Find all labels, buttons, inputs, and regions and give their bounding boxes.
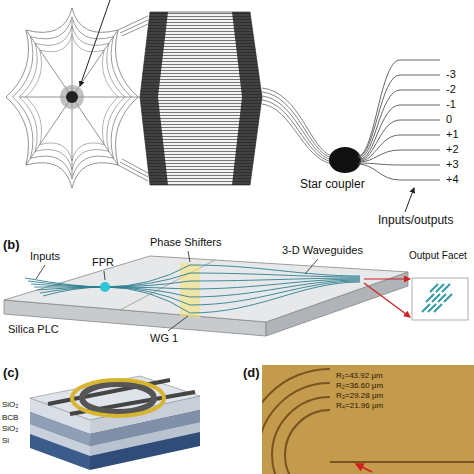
layer-sio2: [30, 424, 90, 456]
part-label: Silica PLC: [8, 323, 59, 336]
radius-label: R₄=21.96 μm: [336, 401, 383, 410]
layer-label: BCB: [2, 413, 18, 422]
output-facet-inset: [412, 278, 468, 320]
panel-label: (d): [243, 366, 260, 381]
port-number: +3: [446, 158, 459, 171]
component-label: Star coupler: [300, 178, 365, 192]
part-label: Output Facet: [409, 250, 471, 262]
ring-resonator: [82, 384, 154, 412]
phase-shifter-band: [180, 263, 200, 318]
port-number: -3: [446, 68, 456, 81]
port-number: 0: [446, 113, 452, 126]
micro-rings: [262, 369, 474, 474]
part-label: Phase Shifters: [150, 236, 222, 249]
panel-label: (c): [3, 366, 19, 381]
layer-label: SiO₂: [2, 424, 18, 433]
center-spot: [66, 91, 78, 103]
pointer-line: [405, 188, 414, 212]
facet-cores: [422, 284, 452, 312]
pointer-line: [80, 0, 110, 86]
panel-label: (b): [3, 238, 20, 253]
layer-label: SiO₂: [2, 400, 18, 409]
star-coupler: [329, 147, 361, 173]
chip-top: [30, 376, 200, 420]
micrograph: [262, 365, 474, 474]
port-number: +2: [446, 143, 459, 156]
radius-label: R₂=36.60 μm: [336, 381, 383, 390]
radius-label: R₃=29.28 μm: [336, 391, 383, 400]
waveguide-block: [140, 12, 262, 185]
center-spot: [60, 85, 84, 109]
port-number: -2: [446, 83, 456, 96]
part-label: Inputs: [30, 250, 60, 263]
plc-waveguides: [25, 265, 360, 313]
port-number: +4: [446, 173, 459, 186]
slab-top: [4, 256, 408, 322]
port-number: -1: [446, 98, 456, 111]
waveguide-bundle: [262, 88, 332, 164]
port-label: Inputs/outputs: [378, 214, 453, 228]
pointer-line: [36, 251, 318, 331]
part-label: WG 1: [150, 332, 178, 345]
fpr-region: [100, 282, 110, 292]
red-arrow: [364, 278, 410, 279]
port-number: +1: [446, 128, 459, 141]
waveguide-band: [140, 12, 168, 185]
red-arrow: [364, 283, 410, 317]
output-waveguides: [358, 60, 440, 180]
red-arrow: [356, 464, 372, 472]
waveguide-array-layout: [6, 8, 148, 188]
part-label: FPR: [92, 256, 114, 269]
part-label: 3-D Waveguides: [282, 244, 363, 257]
radius-label: R₁=43.92 μm: [336, 371, 383, 380]
waveguide-band: [232, 12, 262, 185]
layer-sio2: [90, 422, 200, 456]
heater-ring: [72, 380, 164, 416]
layer-label: Si: [2, 436, 9, 445]
